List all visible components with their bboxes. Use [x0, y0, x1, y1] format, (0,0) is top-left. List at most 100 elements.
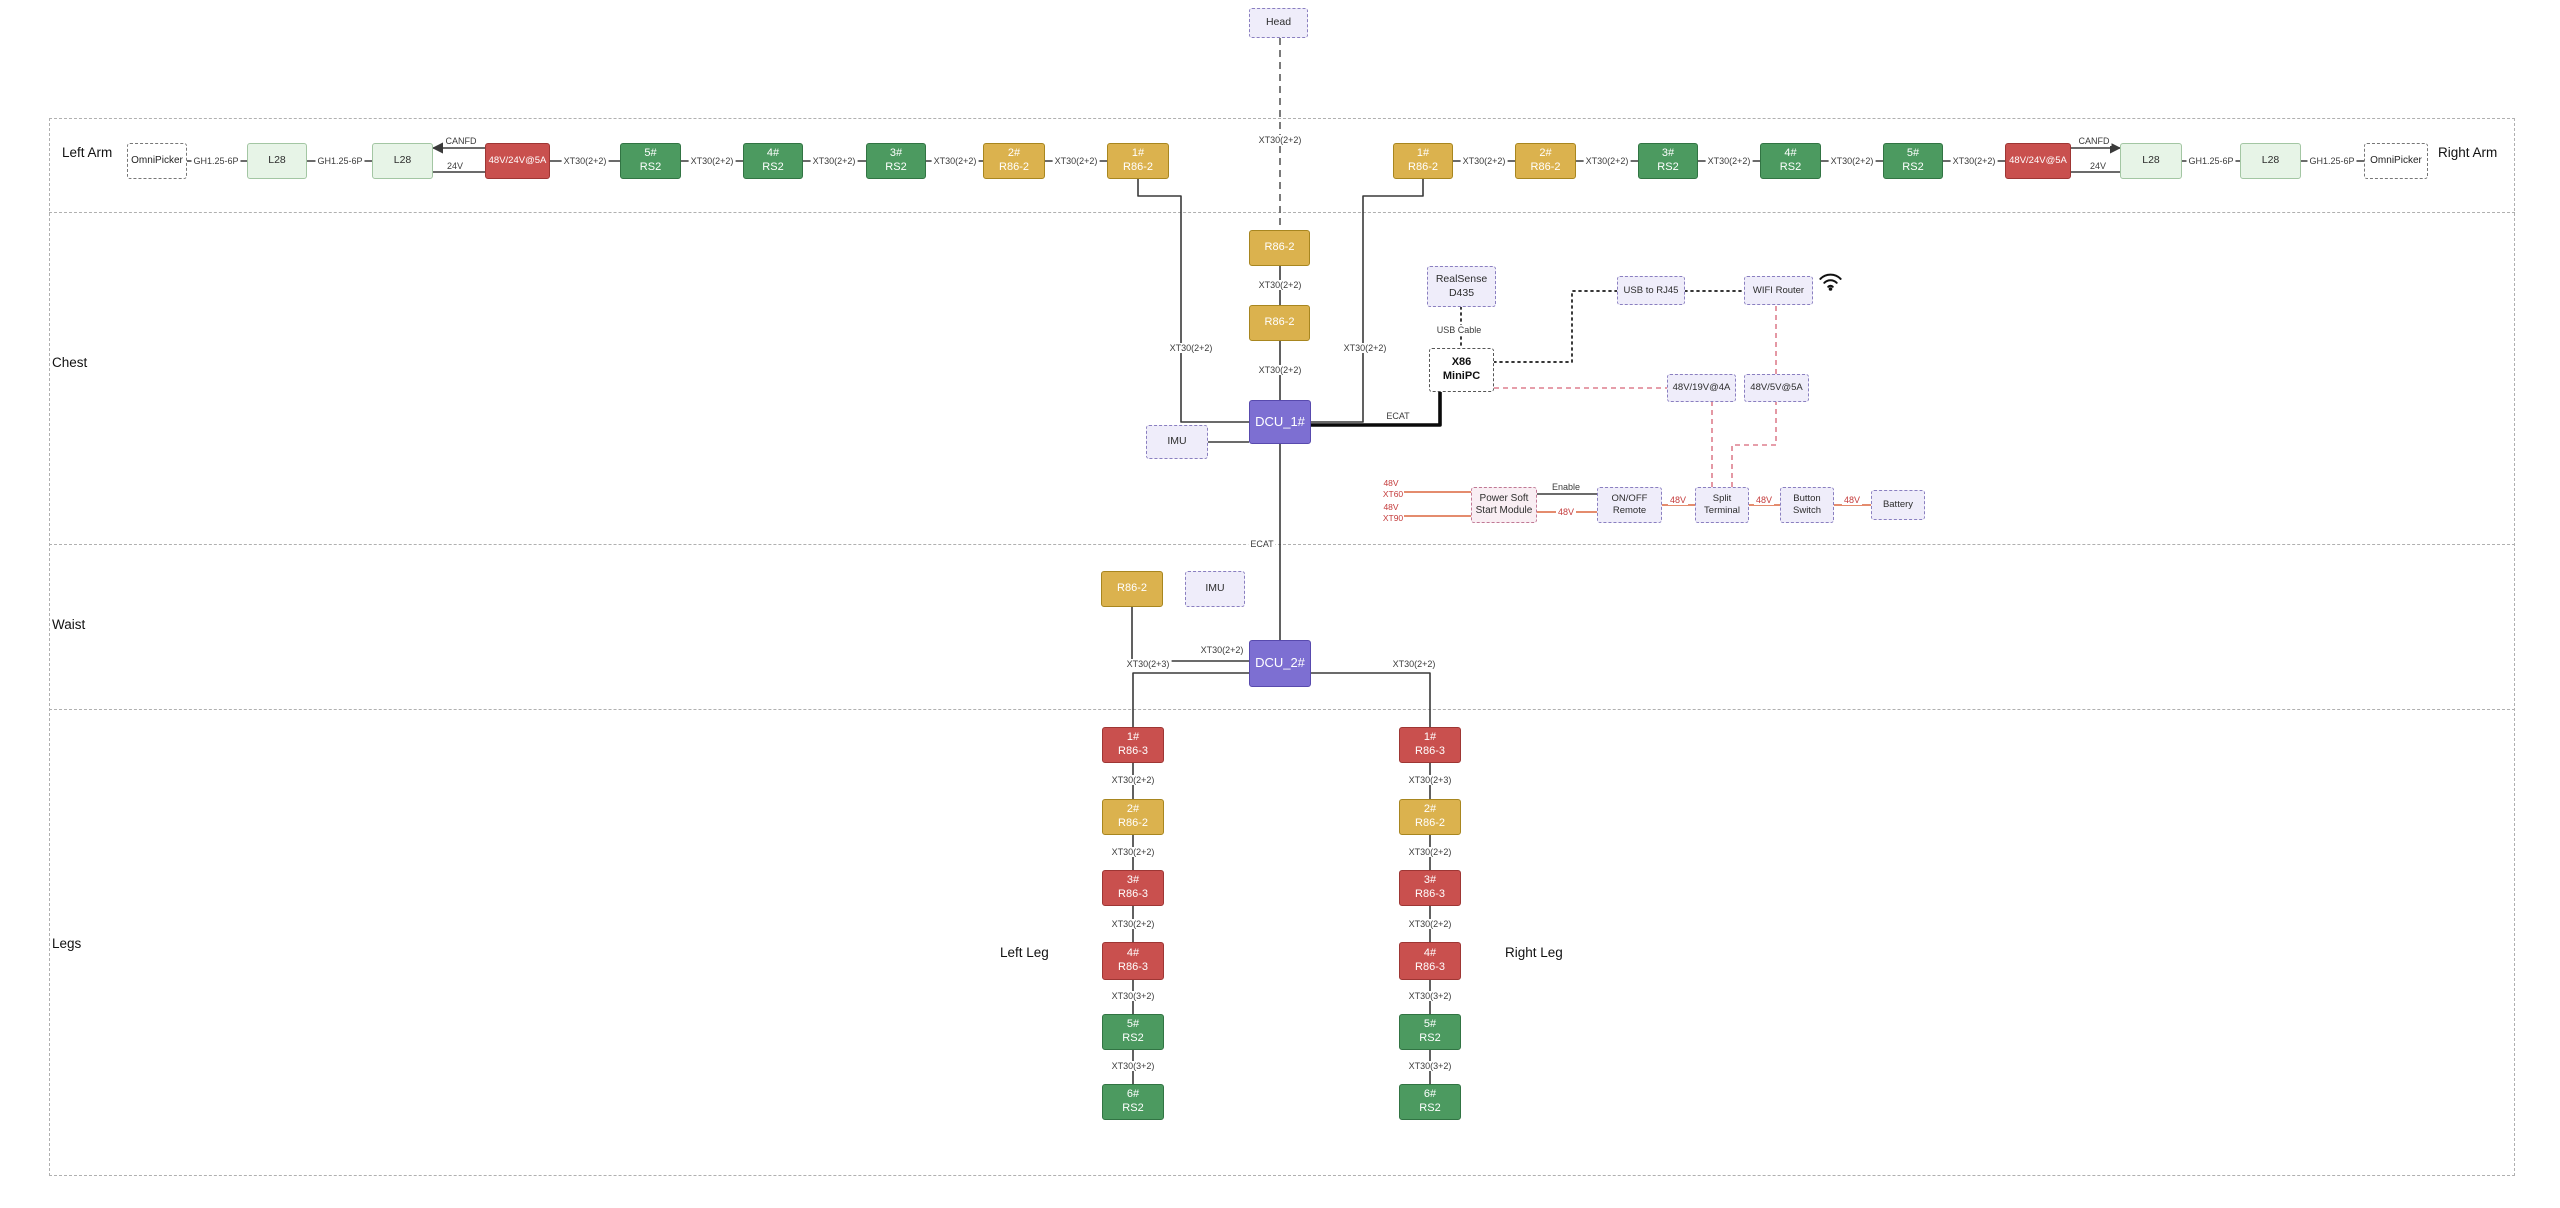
edge-label: XT30(2+2): [688, 156, 736, 166]
edge-label: XT30(3+2): [1406, 1061, 1454, 1071]
edge-label: ECAT: [1248, 539, 1276, 549]
converter-48v-24v-right[interactable]: 48V/24V@5A: [2005, 143, 2071, 179]
converter-48v-24v-left[interactable]: 48V/24V@5A: [485, 143, 550, 179]
section-label-legs: Legs: [52, 936, 82, 951]
band-separator-waist-legs: [49, 709, 2515, 710]
converter-48v-5v[interactable]: 48V/5V@5A: [1744, 374, 1809, 402]
edge-label: ECAT: [1384, 411, 1412, 421]
edge-label: XT30(2+2): [1109, 919, 1157, 929]
motor-left-leg-1[interactable]: 1# R86-3: [1102, 727, 1164, 763]
motor-left-arm-2[interactable]: 2# R86-2: [983, 143, 1045, 179]
edge-label: 48V: [1753, 495, 1775, 505]
motor-left-leg-2[interactable]: 2# R86-2: [1102, 799, 1164, 835]
motor-left-arm-1[interactable]: 1# R86-2: [1107, 143, 1169, 179]
edge-label: XT30(3+2): [1406, 991, 1454, 1001]
edge-label: XT30(2+2): [1950, 156, 1998, 166]
omnipicker-right[interactable]: OmniPicker: [2364, 143, 2428, 179]
motor-right-leg-3[interactable]: 3# R86-3: [1399, 870, 1461, 906]
edge-label: 48V: [1382, 502, 1400, 512]
edge-label: 24V: [2087, 161, 2109, 171]
edge-label: XT30(2+2): [1406, 919, 1454, 929]
edge-label: CANFD: [443, 136, 479, 146]
section-label-waist: Waist: [52, 617, 86, 632]
motor-left-arm-3[interactable]: 3# RS2: [866, 143, 926, 179]
edge-label: XT30(2+2): [1406, 847, 1454, 857]
section-label-chest: Chest: [52, 355, 88, 370]
edge-label: XT30(2+2): [1256, 365, 1304, 375]
motor-right-leg-1[interactable]: 1# R86-3: [1399, 727, 1461, 763]
motor-neck-1[interactable]: R86-2: [1249, 230, 1310, 266]
motor-left-arm-5[interactable]: 5# RS2: [620, 143, 681, 179]
split-terminal[interactable]: Split Terminal: [1695, 487, 1749, 523]
motor-right-leg-5[interactable]: 5# RS2: [1399, 1014, 1461, 1050]
edge-label: CANFD: [2076, 136, 2112, 146]
connector-line: [1731, 402, 1777, 487]
motor-right-leg-6[interactable]: 6# RS2: [1399, 1084, 1461, 1120]
wifi-icon: [1817, 268, 1844, 292]
edge-label: XT30(2+2): [1390, 659, 1438, 669]
onoff-remote[interactable]: ON/OFF Remote: [1597, 487, 1662, 523]
motor-left-arm-4[interactable]: 4# RS2: [743, 143, 803, 179]
dcu-2[interactable]: DCU_2#: [1249, 640, 1311, 687]
edge-label: GH1.25-6P: [315, 156, 365, 166]
l28-left-outer[interactable]: L28: [247, 143, 307, 179]
motor-waist[interactable]: R86-2: [1101, 571, 1163, 607]
button-switch[interactable]: Button Switch: [1780, 487, 1834, 523]
edge-label: XT30(2+2): [1256, 135, 1304, 145]
motor-neck-2[interactable]: R86-2: [1249, 305, 1310, 341]
realsense-d435[interactable]: RealSense D435: [1427, 266, 1496, 307]
section-label-left-leg: Left Leg: [1000, 945, 1049, 960]
imu-chest[interactable]: IMU: [1146, 425, 1208, 459]
edge-label: XT30(2+2): [931, 156, 979, 166]
motor-right-arm-1[interactable]: 1# R86-2: [1393, 143, 1453, 179]
motor-right-arm-4[interactable]: 4# RS2: [1760, 143, 1821, 179]
motor-right-arm-5[interactable]: 5# RS2: [1883, 143, 1943, 179]
edge-label: XT30(2+2): [1705, 156, 1753, 166]
band-separator-chest-waist: [49, 544, 2515, 545]
motor-right-arm-2[interactable]: 2# R86-2: [1515, 143, 1576, 179]
motor-left-leg-4[interactable]: 4# R86-3: [1102, 942, 1164, 980]
edge-label: XT30(2+2): [1109, 775, 1157, 785]
edge-label: XT30(2+3): [1406, 775, 1454, 785]
power-soft-start-module[interactable]: Power Soft Start Module: [1471, 487, 1537, 523]
l28-left-inner[interactable]: L28: [372, 143, 433, 179]
l28-right-inner[interactable]: L28: [2120, 143, 2182, 179]
edge-label: XT30(2+3): [1124, 659, 1172, 669]
motor-left-leg-5[interactable]: 5# RS2: [1102, 1014, 1164, 1050]
wifi-router[interactable]: WIFI Router: [1744, 276, 1813, 305]
edge-label: XT30(2+2): [1828, 156, 1876, 166]
motor-left-leg-3[interactable]: 3# R86-3: [1102, 870, 1164, 906]
edge-label: XT90: [1381, 513, 1405, 523]
edge-label: 48V: [1382, 478, 1400, 488]
l28-right-outer[interactable]: L28: [2240, 143, 2301, 179]
omnipicker-left[interactable]: OmniPicker: [127, 143, 187, 179]
motor-left-leg-6[interactable]: 6# RS2: [1102, 1084, 1164, 1120]
edge-label: Enable: [1549, 482, 1583, 492]
section-label-left-arm: Left Arm: [62, 145, 113, 160]
edge-label: XT30(2+2): [1167, 343, 1215, 353]
motor-right-leg-4[interactable]: 4# R86-3: [1399, 942, 1461, 980]
usb-to-rj45[interactable]: USB to RJ45: [1617, 276, 1685, 305]
dcu-1[interactable]: DCU_1#: [1249, 400, 1311, 444]
edge-label: XT30(2+2): [810, 156, 858, 166]
imu-waist[interactable]: IMU: [1185, 571, 1245, 607]
head-box[interactable]: Head: [1249, 8, 1308, 38]
edge-label: XT30(2+2): [1256, 280, 1304, 290]
motor-right-leg-2[interactable]: 2# R86-2: [1399, 799, 1461, 835]
edge-label: GH1.25-6P: [2307, 156, 2357, 166]
connector-line: [1311, 179, 1424, 423]
connector-line: [1493, 290, 1618, 363]
edge-label: XT30(2+2): [1198, 645, 1246, 655]
x86-minipc[interactable]: X86 MiniPC: [1429, 348, 1494, 392]
connector-line: [1311, 672, 1431, 727]
edge-label: XT30(2+2): [1109, 847, 1157, 857]
edge-label: XT30(2+2): [561, 156, 609, 166]
diagram-frame: [49, 118, 2515, 1176]
edge-label: XT30(2+2): [1341, 343, 1389, 353]
battery[interactable]: Battery: [1871, 490, 1925, 520]
converter-48v-19v[interactable]: 48V/19V@4A: [1667, 374, 1736, 402]
band-separator-arms-chest: [49, 212, 2515, 213]
motor-right-arm-3[interactable]: 3# RS2: [1638, 143, 1698, 179]
